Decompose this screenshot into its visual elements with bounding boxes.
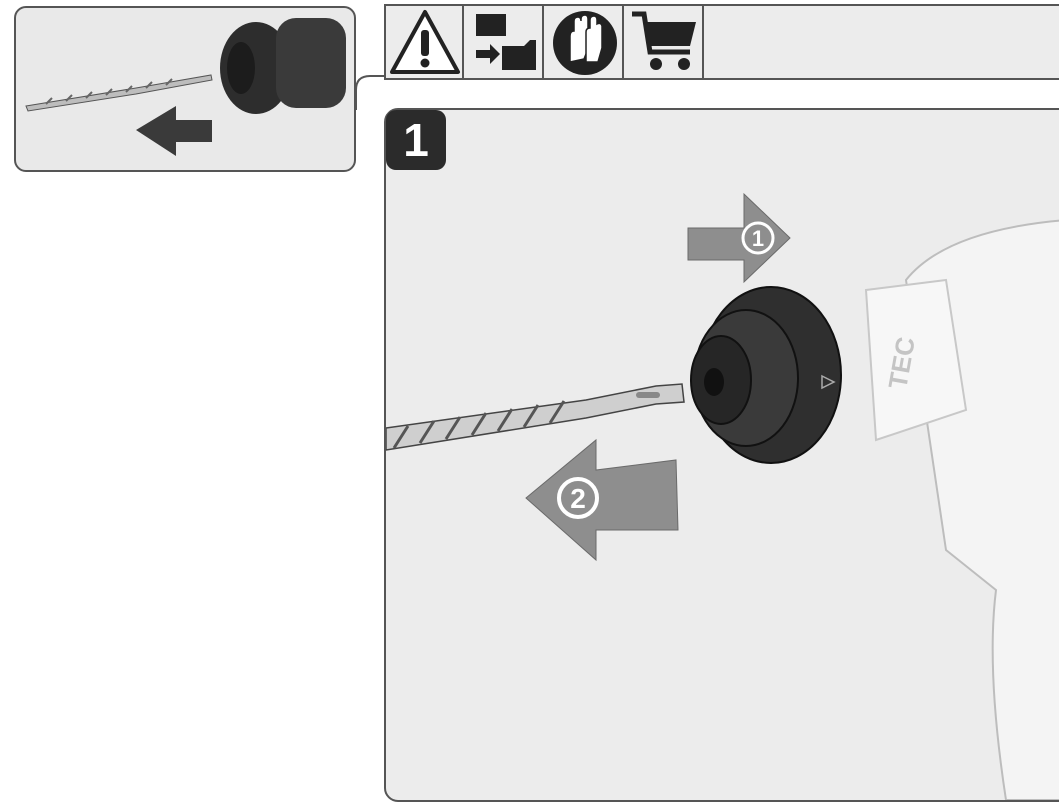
panel-connector	[355, 75, 386, 110]
icon-strip	[384, 4, 1059, 80]
arrow-2-label: 2	[570, 483, 586, 514]
battery-removal-icon	[476, 14, 536, 70]
arrow-1-label: 1	[752, 226, 764, 251]
main-illustration-panel: TEC 1 2	[384, 108, 1059, 802]
warning-triangle-icon	[390, 10, 460, 74]
cart-cell	[626, 6, 704, 78]
step-number-badge: 1	[386, 110, 446, 170]
overview-remove-arrow-icon	[136, 106, 212, 156]
gloves-cell	[546, 6, 624, 78]
chuck-opening	[704, 368, 724, 396]
overview-tool-body	[276, 18, 346, 108]
battery-cell	[466, 6, 544, 78]
drill-bit-flutes	[392, 400, 566, 449]
arrow-1-badge	[741, 221, 775, 255]
gloves-icon	[553, 11, 617, 75]
cart-icon	[632, 11, 696, 70]
chuck-marker-icon	[821, 374, 836, 390]
overview-thumbnail	[14, 6, 356, 172]
arrow-2-remove-bit-icon	[525, 438, 679, 562]
warning-cell	[386, 6, 464, 78]
overview-drill-flutes	[45, 78, 173, 105]
drill-bit	[386, 383, 685, 451]
arrow-2-badge	[557, 477, 599, 519]
drill-bit-slot	[636, 392, 660, 398]
arrow-1-pull-back-icon	[687, 192, 791, 284]
drill-bit-removal-illustration: TEC 1 2	[386, 192, 1059, 800]
overview-illustration	[25, 18, 346, 156]
tool-collar	[864, 278, 968, 442]
overview-drill-bit	[25, 74, 213, 112]
